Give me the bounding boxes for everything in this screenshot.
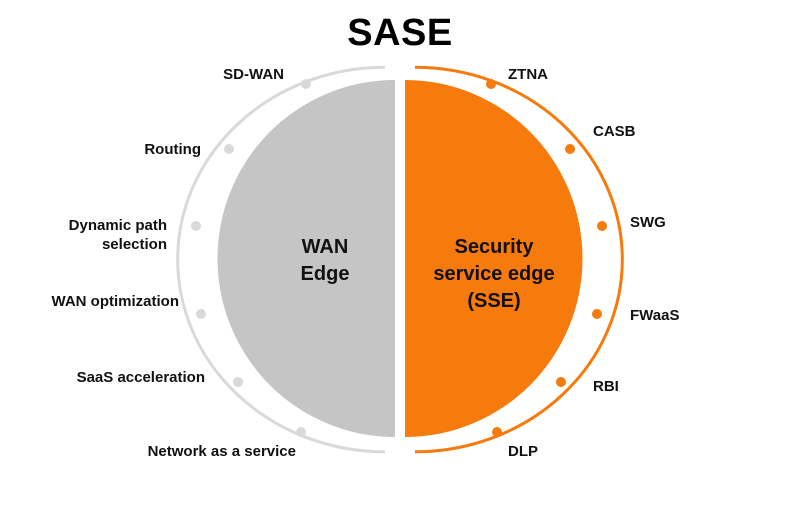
sse-item-swg: SWG	[630, 214, 666, 231]
sse-ring-dot	[592, 309, 602, 319]
wan-item-sd-wan: SD-WAN	[223, 66, 284, 83]
sse-item-fwaas: FWaaS	[630, 307, 680, 324]
wan-edge-label-line1: WAN	[301, 236, 349, 258]
wan-ring-dot	[191, 221, 201, 231]
diagram-title: SASE	[347, 12, 453, 54]
wan-edge-half-disc	[217, 80, 395, 437]
wan-item-dynamic-path-selection: Dynamic path selection	[69, 216, 167, 254]
wan-ring-dot	[301, 79, 311, 89]
wan-ring-dot	[296, 427, 306, 437]
sse-ring-dot	[565, 144, 575, 154]
sse-label-line1: Security	[454, 236, 534, 258]
sse-ring-dot	[486, 79, 496, 89]
wan-item-dynamic-path-line2: selection	[101, 236, 167, 253]
sse-ring-dot	[492, 427, 502, 437]
sse-item-ztna: ZTNA	[508, 66, 548, 83]
wan-item-wan-optimization: WAN optimization	[51, 293, 180, 310]
sse-label: Security service edge (SSE)	[405, 234, 583, 315]
sse-item-rbi: RBI	[593, 378, 619, 395]
wan-item-routing: Routing	[144, 141, 201, 158]
wan-item-network-as-a-service: Network as a service	[147, 443, 296, 460]
sse-label-line2: service edge	[433, 263, 555, 285]
wan-item-dynamic-path-line1: Dynamic path	[68, 217, 167, 234]
wan-edge-label: WAN Edge	[250, 234, 400, 288]
wan-ring-dot	[196, 309, 206, 319]
wan-ring-dot	[233, 377, 243, 387]
sse-ring-dot	[597, 221, 607, 231]
sse-label-line3: (SSE)	[467, 290, 521, 312]
wan-ring-dot	[224, 144, 234, 154]
wan-edge-ring	[176, 65, 386, 454]
wan-edge-label-line2: Edge	[300, 263, 350, 285]
sse-half-disc	[405, 80, 583, 437]
sse-ring	[414, 65, 624, 454]
sse-item-casb: CASB	[593, 123, 636, 140]
sse-ring-dot	[556, 377, 566, 387]
sse-item-dlp: DLP	[508, 443, 538, 460]
wan-item-saas-acceleration: SaaS acceleration	[76, 369, 205, 386]
